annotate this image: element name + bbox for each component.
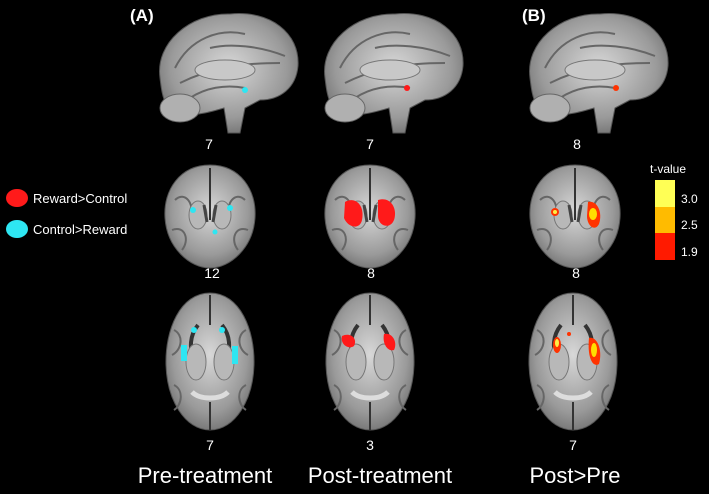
colorbar [655, 180, 675, 261]
legend-dot-cyan [6, 220, 28, 238]
axial-slice-diff [523, 290, 623, 435]
slice-number: 7 [366, 136, 374, 152]
slice-number: 7 [206, 437, 214, 453]
caption-post-treatment: Post-treatment [307, 463, 453, 488]
legend-label: Control>Reward [33, 221, 128, 237]
caption-pre-treatment: Pre-treatment [137, 463, 273, 488]
legend-label: Reward>Control [33, 190, 128, 206]
activation-cyan [242, 87, 248, 93]
sagittal-slice-post [323, 12, 465, 134]
coronal-slice-post [323, 163, 417, 270]
axial-slice-post [320, 290, 420, 435]
colorbar-segment-mid [655, 206, 675, 234]
sagittal-slice-diff [528, 12, 670, 134]
slice-number: 7 [205, 136, 213, 152]
caption-post-greater-pre: Post>Pre [529, 463, 621, 488]
slice-number: 8 [572, 265, 580, 281]
colorbar-segment-low [655, 233, 675, 261]
slice-number: 3 [366, 437, 374, 453]
panel-label-b: (B) [522, 6, 546, 25]
slice-number: 8 [367, 265, 375, 281]
activation-red [404, 85, 410, 91]
coronal-slice-diff [528, 163, 622, 270]
colorbar-title: t-value [650, 162, 687, 176]
axial-slice-pre [160, 290, 260, 435]
legend-dot-red [6, 189, 28, 207]
slice-number: 7 [569, 437, 577, 453]
colorbar-tick: 2.5 [681, 218, 698, 232]
slice-number: 8 [573, 136, 581, 152]
coronal-slice-pre [163, 163, 257, 270]
legend-control-reward: Control>Reward [6, 220, 127, 238]
slice-number: 12 [204, 265, 220, 281]
panel-label-a: (A) [130, 6, 154, 25]
sagittal-slice-pre [158, 12, 300, 134]
colorbar-tick: 3.0 [681, 192, 698, 206]
colorbar-segment-high [655, 180, 675, 207]
legend-reward-control: Reward>Control [6, 189, 127, 207]
activation-red [613, 85, 619, 91]
colorbar-tick: 1.9 [681, 245, 698, 259]
